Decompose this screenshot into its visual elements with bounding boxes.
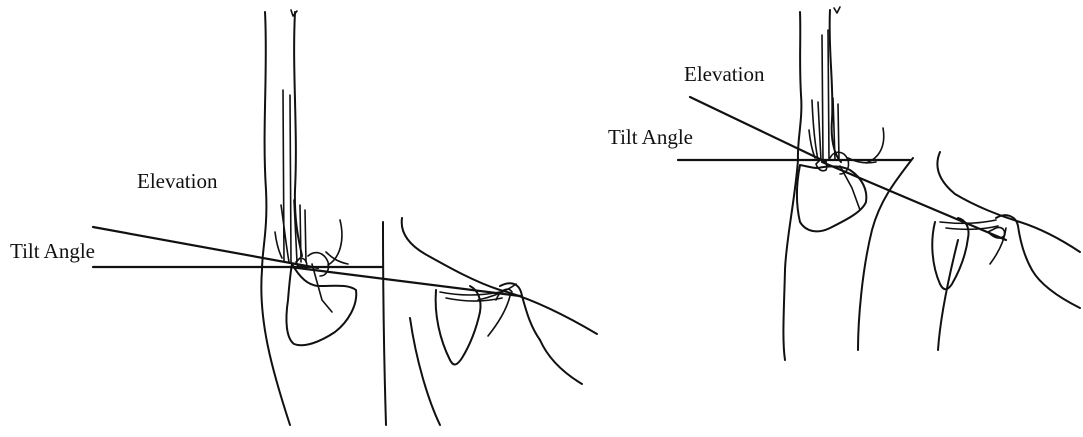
left-shoulder-profile: [402, 218, 597, 425]
right-elevation-line: [690, 97, 826, 162]
right-elevation-label: Elevation: [684, 62, 765, 86]
left-torso-outline: [261, 10, 302, 425]
left-spine-strands: [275, 90, 306, 262]
left-tilt-angle-label: Tilt Angle: [10, 239, 95, 263]
right-panel: Elevation Tilt Angle: [608, 7, 1080, 360]
left-scapula: [286, 220, 356, 345]
right-shoulder-profile: [932, 152, 1080, 350]
right-scapula: [797, 128, 884, 231]
right-midline: [858, 158, 913, 350]
left-elevation-label: Elevation: [137, 169, 218, 193]
left-panel: Elevation Tilt Angle: [10, 10, 597, 425]
right-torso-outline: [783, 7, 841, 360]
right-spine-strands: [809, 30, 839, 160]
left-scapular-axis-line: [290, 267, 520, 296]
right-tilt-angle-label: Tilt Angle: [608, 125, 693, 149]
left-midline: [383, 222, 386, 425]
right-scapular-axis-line: [822, 162, 1006, 240]
